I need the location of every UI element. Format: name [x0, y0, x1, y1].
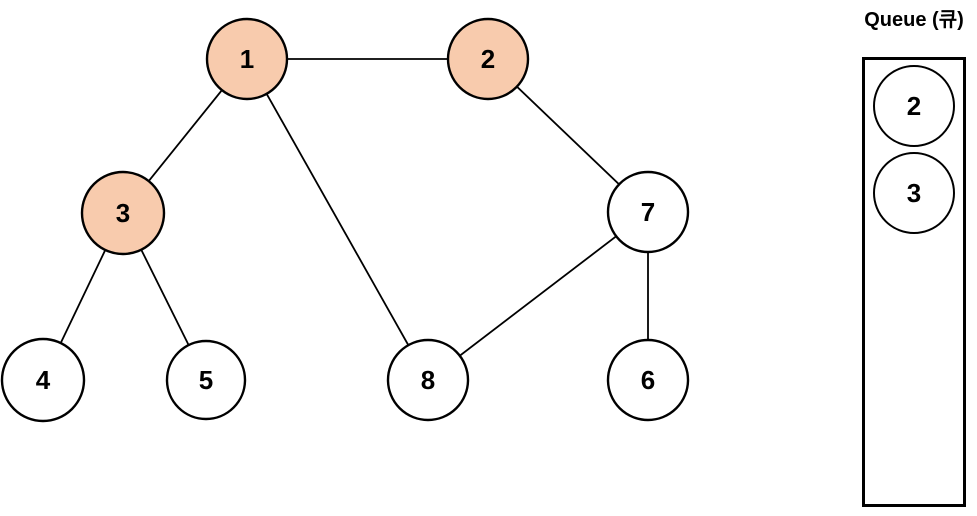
graph-node-7	[606, 170, 690, 254]
graph-node-1	[205, 17, 289, 101]
graph-node-label-5: 5	[199, 365, 213, 395]
graph-node-label-4: 4	[36, 365, 51, 395]
graph-edge-1-8	[246, 58, 429, 381]
graph-node-6	[606, 338, 690, 422]
graph-node-3	[80, 170, 166, 256]
graph-node-label-2: 2	[481, 44, 495, 74]
graph-node-label-3: 3	[116, 198, 130, 228]
graph-node-label-6: 6	[641, 365, 655, 395]
queue-title: Queue (큐)	[864, 9, 964, 31]
graph-node-label-7: 7	[641, 197, 655, 227]
graph-node-5	[165, 339, 247, 421]
graph-node-label-8: 8	[421, 365, 435, 395]
graph-node-4	[0, 337, 86, 423]
graph-edge-7-8	[427, 211, 649, 381]
queue-item-3: 3	[873, 152, 955, 234]
graph-node-2	[446, 17, 530, 101]
graph-node-8	[386, 338, 470, 422]
queue-item-2: 2	[873, 65, 955, 147]
graph-node-label-1: 1	[240, 44, 254, 74]
